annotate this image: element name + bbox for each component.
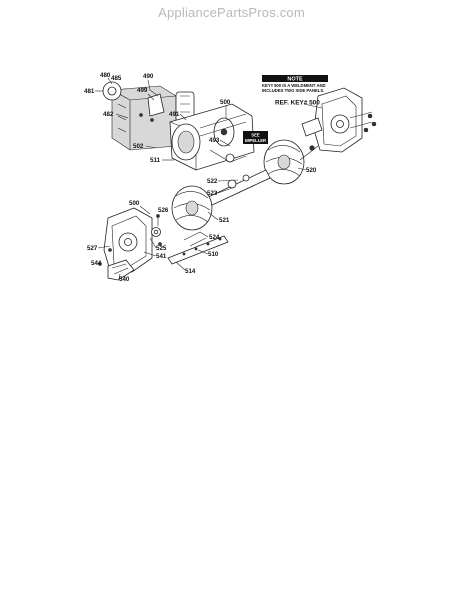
- auger-housing: [169, 103, 255, 171]
- callout-500-left: 500: [129, 200, 140, 207]
- callout-522: 522: [207, 178, 218, 185]
- auger-shaft-assembly: [171, 169, 271, 231]
- svg-text:KEY# 500 IS A WELDMENT AND: KEY# 500 IS A WELDMENT AND: [262, 83, 326, 88]
- callout-520: 520: [306, 167, 317, 174]
- callout-526: 526: [158, 207, 169, 214]
- leader-lines: [95, 77, 323, 280]
- ref-key-label: REF. KEY# 500: [275, 100, 320, 107]
- callout-540: 540: [119, 276, 130, 283]
- callout-541: 541: [156, 253, 167, 260]
- callout-502: 502: [133, 143, 144, 150]
- callout-521: 521: [219, 217, 230, 224]
- svg-text:INCLUDES TWO SIDE PANELS.: INCLUDES TWO SIDE PANELS.: [262, 88, 324, 93]
- svg-text:SEE: SEE: [251, 133, 260, 138]
- callout-525: 525: [156, 245, 167, 252]
- callout-510: 510: [208, 251, 219, 258]
- callout-labels: 480 485 490 481 499 482 491 500 493 502 …: [84, 72, 317, 283]
- callout-491: 491: [169, 111, 180, 118]
- callout-523: 523: [207, 190, 218, 197]
- callout-527: 527: [87, 245, 98, 252]
- callout-480: 480: [100, 72, 111, 79]
- right-auger-spiral: [263, 139, 319, 185]
- callout-500-top: 500: [220, 99, 231, 106]
- left-side-panel: [103, 207, 162, 273]
- svg-text:IMPELLER: IMPELLER: [245, 138, 266, 143]
- callout-544: 544: [91, 260, 102, 267]
- callout-482: 482: [103, 111, 114, 118]
- callout-481: 481: [84, 88, 95, 95]
- see-impeller-tag: SEE IMPELLER: [243, 131, 268, 144]
- callout-490: 490: [143, 73, 154, 80]
- svg-text:NOTE: NOTE: [287, 77, 303, 83]
- note-box: NOTE KEY# 500 IS A WELDMENT AND INCLUDES…: [262, 75, 328, 93]
- callout-524: 524: [209, 234, 220, 241]
- callout-511: 511: [150, 157, 161, 164]
- callout-499: 499: [137, 87, 148, 94]
- callout-493: 493: [209, 137, 220, 144]
- callout-485: 485: [111, 75, 122, 82]
- right-side-panel: [301, 87, 377, 153]
- engine-housing-assembly: [102, 81, 195, 151]
- watermark: AppliancePartsPros.com: [158, 5, 305, 20]
- callout-514: 514: [185, 268, 196, 275]
